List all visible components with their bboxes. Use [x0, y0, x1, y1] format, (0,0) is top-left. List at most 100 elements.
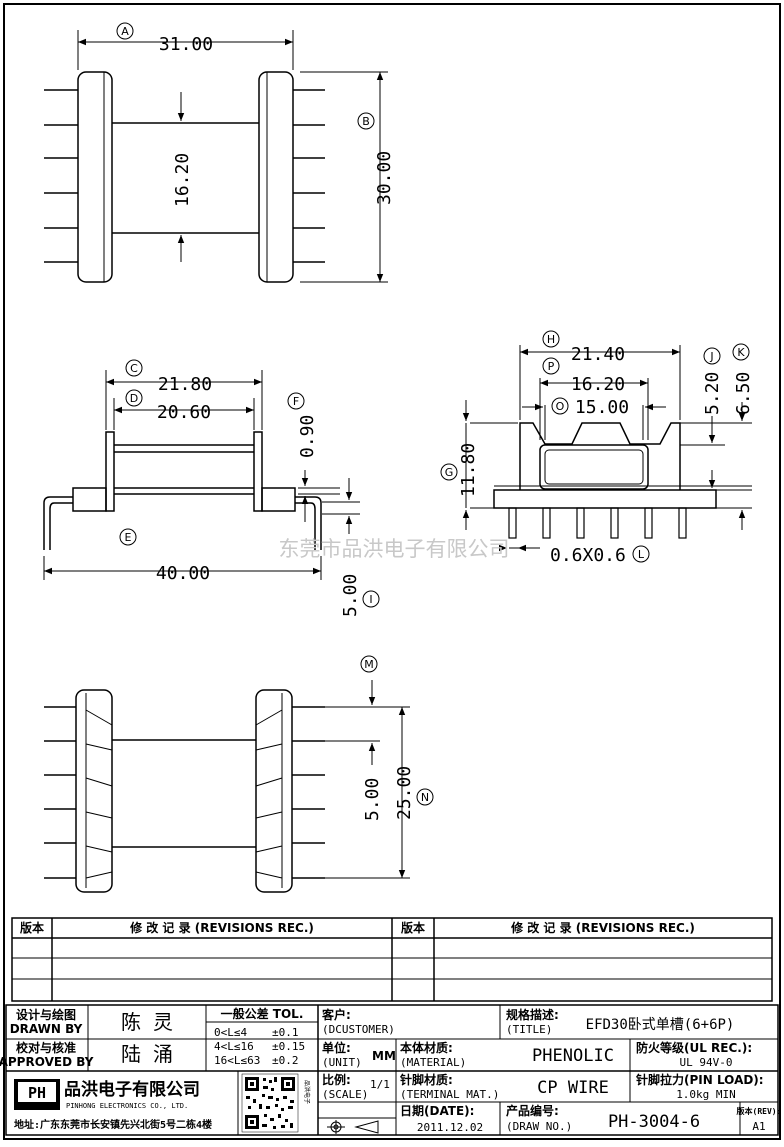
- qr-code: [241, 1073, 299, 1133]
- rev-col-record-left: 修 改 记 录 (REVISIONS REC.): [129, 920, 314, 935]
- terminal-label-cn: 针脚材质:: [400, 1072, 453, 1087]
- tag-n-circle: [416, 788, 434, 806]
- drawno-label-en: (DRAW NO.): [506, 1120, 572, 1133]
- approved-by-name: 陆 涌: [121, 1042, 173, 1066]
- customer-label-cn: 客户:: [321, 1007, 351, 1022]
- front-view: [462, 345, 752, 552]
- tag-h: H: [547, 333, 555, 346]
- tag-e-circle: [119, 528, 137, 546]
- dim-6-50: 6.50: [733, 372, 754, 415]
- dim-21-80: 21.80: [158, 374, 212, 395]
- unit-label-en: (UNIT): [322, 1056, 362, 1069]
- rev-col-version-right: 版本: [401, 920, 425, 935]
- tag-i: I: [369, 593, 372, 606]
- rev-col-version-left: 版本: [20, 920, 44, 935]
- company-name-en: PINHONG ELECTRONICS CO., LTD.: [66, 1102, 188, 1110]
- scale-label-en: (SCALE): [322, 1088, 368, 1101]
- rev-value: A1: [752, 1120, 765, 1133]
- company-logo: PH: [14, 1079, 60, 1110]
- ul-value: UL 94V-0: [680, 1056, 733, 1069]
- tag-d: D: [130, 392, 138, 405]
- dim-40-00: 40.00: [156, 563, 210, 584]
- tol-value-3: ±0.2: [272, 1054, 299, 1067]
- tag-g-circle: [440, 463, 458, 481]
- projection-symbol: [327, 1120, 379, 1134]
- tag-o-circle: [551, 397, 569, 415]
- tag-p-circle: [542, 357, 560, 375]
- dim-0-6x0-6: 0.6X0.6: [550, 545, 626, 566]
- tag-h-circle: [542, 330, 560, 348]
- dim-16-20: 16.20: [172, 153, 193, 207]
- tag-i-circle: [362, 590, 380, 608]
- tol-range-3: 16<L≤63: [214, 1054, 260, 1067]
- tag-l-circle: [632, 545, 650, 563]
- tag-f-circle: [287, 392, 305, 410]
- dim-31-00: 31.00: [159, 34, 213, 55]
- dim-15-00: 15.00: [575, 397, 629, 418]
- scale-value: 1/1: [370, 1078, 390, 1091]
- dim-0-90: 0.90: [297, 415, 318, 458]
- revisions-table: [11, 917, 773, 1002]
- drawno-label-cn: 产品编号:: [506, 1103, 559, 1118]
- scale-label-cn: 比例:: [322, 1072, 351, 1087]
- top-view: [44, 30, 388, 283]
- approved-by-label-en: APPROVED BY: [0, 1055, 94, 1069]
- pinload-value: 1.0kg MIN: [676, 1088, 736, 1101]
- tag-b-circle: [357, 112, 375, 130]
- tag-a-circle: [116, 22, 134, 40]
- drawn-by-name: 陈 灵: [121, 1010, 173, 1034]
- tag-j: J: [709, 350, 713, 363]
- tag-m-circle: [360, 655, 378, 673]
- dim-20-60: 20.60: [157, 402, 211, 423]
- title-block: [5, 1004, 779, 1136]
- tag-m: M: [364, 658, 374, 671]
- dim-25-00: 25.00: [394, 766, 415, 820]
- tag-k-circle: [732, 343, 750, 361]
- dim-16-20-front: 16.20: [571, 374, 625, 395]
- tag-d-circle: [125, 389, 143, 407]
- dim-5-00-pin: 5.00: [340, 574, 361, 617]
- tag-o: O: [556, 400, 565, 413]
- tag-k: K: [737, 346, 745, 359]
- tag-f: F: [293, 395, 299, 408]
- tag-e: E: [125, 531, 132, 544]
- dim-21-40: 21.40: [571, 344, 625, 365]
- sheet-border: [3, 3, 781, 1140]
- title-label-en: (TITLE): [506, 1023, 552, 1036]
- watermark-text: 东莞市品洪电子有限公司: [279, 537, 510, 561]
- drawn-by-label-cn: 设计与绘图: [16, 1007, 76, 1022]
- side-view: [43, 370, 360, 580]
- rev-col-record-right: 修 改 记 录 (REVISIONS REC.): [510, 920, 695, 935]
- tol-value-2: ±0.15: [272, 1040, 305, 1053]
- date-value: 2011.12.02: [417, 1121, 483, 1134]
- tag-n: N: [421, 791, 429, 804]
- tolerance-title: 一般公差 TOL.: [221, 1006, 304, 1021]
- logo-mark: PH: [28, 1084, 46, 1102]
- qr-caption: 品洪电子: [303, 1080, 311, 1104]
- tol-value-1: ±0.1: [272, 1026, 299, 1039]
- dim-5-00-pitch: 5.00: [362, 778, 383, 821]
- dim-5-20: 5.20: [702, 372, 723, 415]
- tag-c-circle: [125, 359, 143, 377]
- bottom-view: [44, 680, 410, 893]
- tol-range-2: 4<L≤16: [214, 1040, 254, 1053]
- tag-g: G: [445, 466, 454, 479]
- tag-b: B: [362, 115, 370, 128]
- material-value: PHENOLIC: [532, 1046, 614, 1066]
- drawno-value: PH-3004-6: [608, 1112, 700, 1132]
- tag-j-circle: [703, 347, 721, 365]
- dim-11-80: 11.80: [458, 443, 479, 497]
- tag-p: P: [548, 360, 555, 373]
- terminal-value: CP WIRE: [537, 1078, 609, 1098]
- ul-label: 防火等级(UL REC.):: [636, 1040, 752, 1055]
- dim-30-00: 30.00: [374, 151, 395, 205]
- date-label: 日期(DATE):: [400, 1103, 474, 1118]
- company-name-cn: 品洪电子有限公司: [64, 1079, 200, 1100]
- unit-label-cn: 单位:: [322, 1040, 351, 1055]
- approved-by-label-cn: 校对与核准: [16, 1040, 76, 1055]
- drawn-by-label-en: DRAWN BY: [10, 1022, 83, 1036]
- pinload-label: 针脚拉力(PIN LOAD):: [636, 1072, 764, 1087]
- title-label-cn: 规格描述:: [506, 1007, 559, 1022]
- tol-range-1: 0<L≤4: [214, 1026, 247, 1039]
- company-address: 地址:广东东莞市长安镇先兴北街5号二栋4楼: [14, 1118, 212, 1131]
